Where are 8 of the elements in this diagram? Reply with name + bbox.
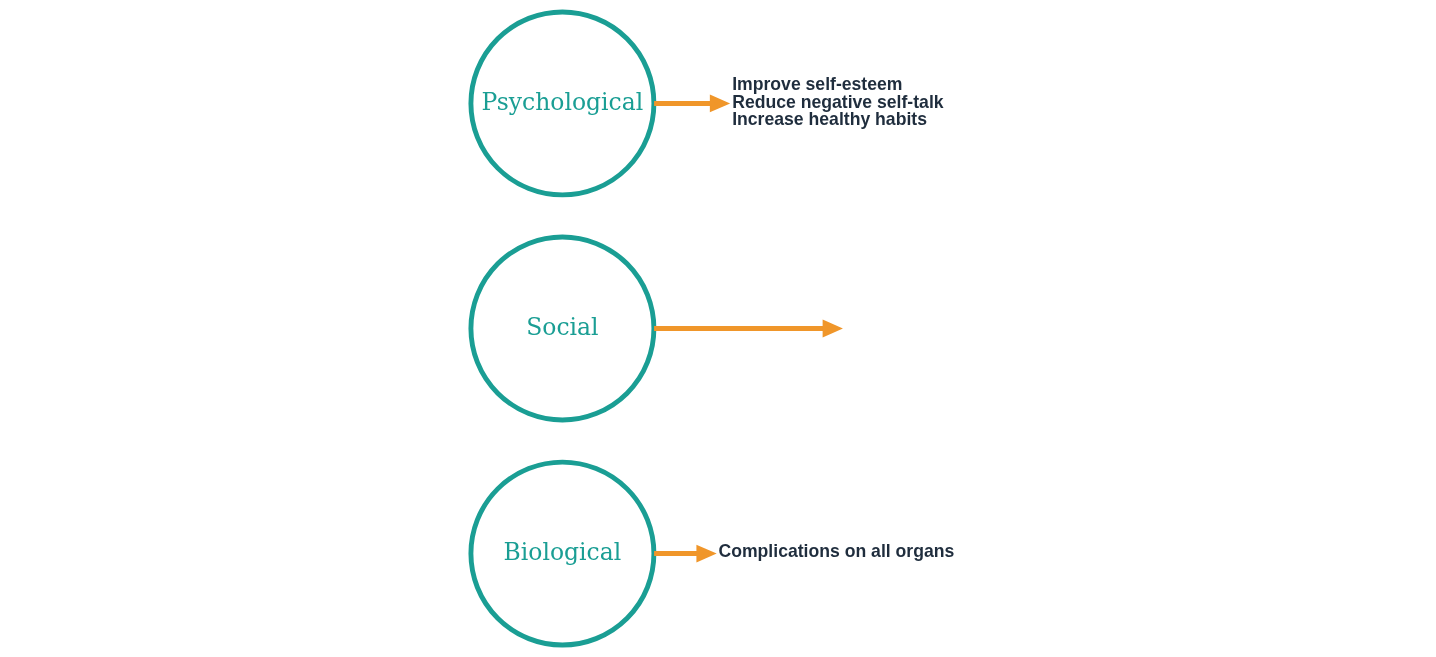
node-circle: Biological xyxy=(468,459,657,648)
arrow xyxy=(654,544,717,563)
node-circle: Psychological xyxy=(468,9,657,198)
node-circle: Social xyxy=(468,234,657,423)
node-text: Complications on all organs xyxy=(718,540,955,561)
node-text: Improve self-esteem Reduce negative self-talk Increase healthy habits xyxy=(732,74,944,130)
arrow xyxy=(654,94,731,113)
arrow xyxy=(654,319,843,338)
